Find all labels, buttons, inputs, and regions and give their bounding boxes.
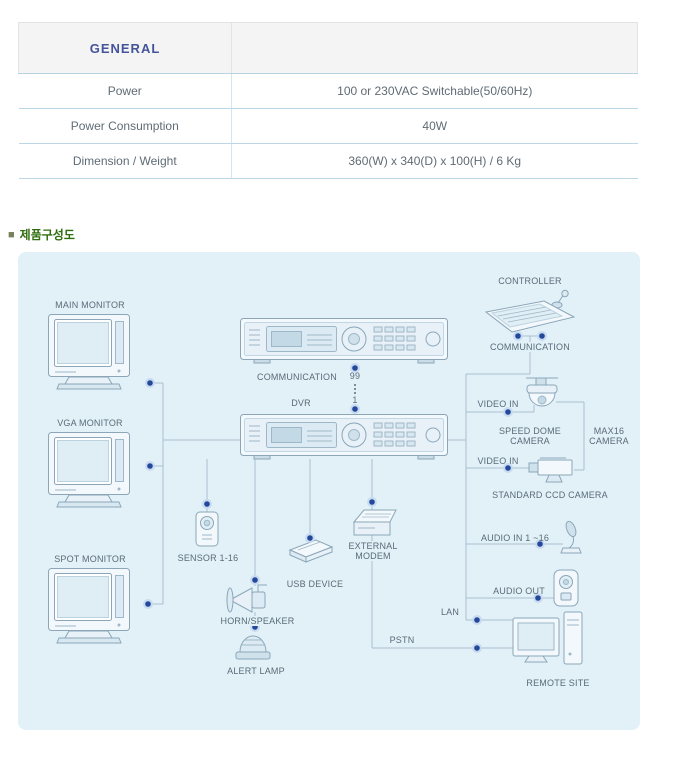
spot-monitor-illustration [48,568,130,644]
connection-dot [202,499,212,509]
label-pstn: PSTN [389,635,415,645]
connection-dot [145,378,155,388]
table-header-spacer [231,22,638,74]
label-dvr: DVR [291,398,311,408]
label-standard-ccd-camera: STANDARD CCD CAMERA [492,490,608,500]
label-communication-right: COMMUNICATION [480,342,580,352]
section-bullet-icon: ■ [8,228,15,241]
diagram-panel: MAIN MONITOR VGA MONITOR SPOT MONITOR CO… [18,252,640,730]
connection-dot [250,575,260,585]
audio-out-speaker-illustration [553,569,579,607]
connection-dot [513,331,523,341]
connection-dot [305,533,315,543]
row-dimension-label: Dimension / Weight [18,143,232,179]
section-title: 제품구성도 [19,228,75,242]
row-power-value: 100 or 230VAC Switchable(50/60Hz) [231,73,638,109]
table-row-dimension: Dimension / Weight 360(W) x 340(D) x 100… [18,143,638,179]
label-spot-monitor: SPOT MONITOR [54,554,126,564]
label-lan: LAN [440,607,460,617]
main-monitor-illustration [48,314,130,390]
label-alert-lamp: ALERT LAMP [227,666,285,676]
label-speed-dome-camera: SPEED DOME CAMERA [498,426,561,446]
ccd-camera-illustration [528,457,573,483]
label-horn-speaker: HORN/SPEAKER [210,616,305,626]
row-dimension-value: 360(W) x 340(D) x 100(H) / 6 Kg [231,143,638,179]
horn-speaker-illustration [226,584,267,613]
row-consumption-value: 40W [231,108,638,144]
label-audio-out: AUDIO OUT [493,586,545,596]
table-row-power-consumption: Power Consumption 40W [18,108,638,144]
label-main-monitor: MAIN MONITOR [55,300,125,310]
connection-dot [350,404,360,414]
label-audio-in: AUDIO IN 1 ~16 [480,533,550,543]
row-power-label: Power [18,73,232,109]
label-video-in-bottom: VIDEO IN [477,456,519,466]
table-row-power: Power 100 or 230VAC Switchable(50/60Hz) [18,73,638,109]
cascade-ellipsis [354,384,356,394]
microphone-illustration [560,520,582,554]
diagram-canvas [48,289,585,665]
label-cascade-high: 99 [349,371,361,381]
label-vga-monitor: VGA MONITOR [57,418,123,428]
connection-dot [143,599,153,609]
label-remote-site: REMOTE SITE [526,678,590,688]
label-sensor: SENSOR 1-16 [177,553,239,563]
connection-dot [145,461,155,471]
label-video-in-top: VIDEO IN [477,399,519,409]
controller-illustration [484,289,576,333]
usb-device-illustration [288,539,334,563]
label-usb-device: USB DEVICE [286,579,344,589]
connection-dot [472,643,482,653]
remote-site-illustration [512,611,583,665]
speed-dome-camera-illustration [526,377,558,407]
table-header-title: GENERAL [18,22,232,74]
sensor-illustration [195,511,219,547]
vga-monitor-illustration [48,432,130,508]
section-header: ■ 제품구성도 [8,226,75,243]
connection-dot [537,331,547,341]
label-communication-left: COMMUNICATION [257,372,337,382]
alert-lamp-illustration [235,635,271,660]
external-modem-illustration [352,509,397,536]
label-max16-camera: MAX16 CAMERA [589,426,629,446]
row-consumption-label: Power Consumption [18,108,232,144]
label-external-modem: EXTERNAL MODEM [343,541,403,561]
label-cascade-low: 1 [352,395,358,405]
dvr-bottom-illustration [240,414,448,460]
label-controller: CONTROLLER [498,276,562,286]
connection-dot [472,615,482,625]
dvr-top-illustration [240,318,448,364]
connection-dot [367,497,377,507]
spec-table: GENERAL Power 100 or 230VAC Switchable(5… [18,22,638,179]
table-header-row: GENERAL [18,22,638,74]
